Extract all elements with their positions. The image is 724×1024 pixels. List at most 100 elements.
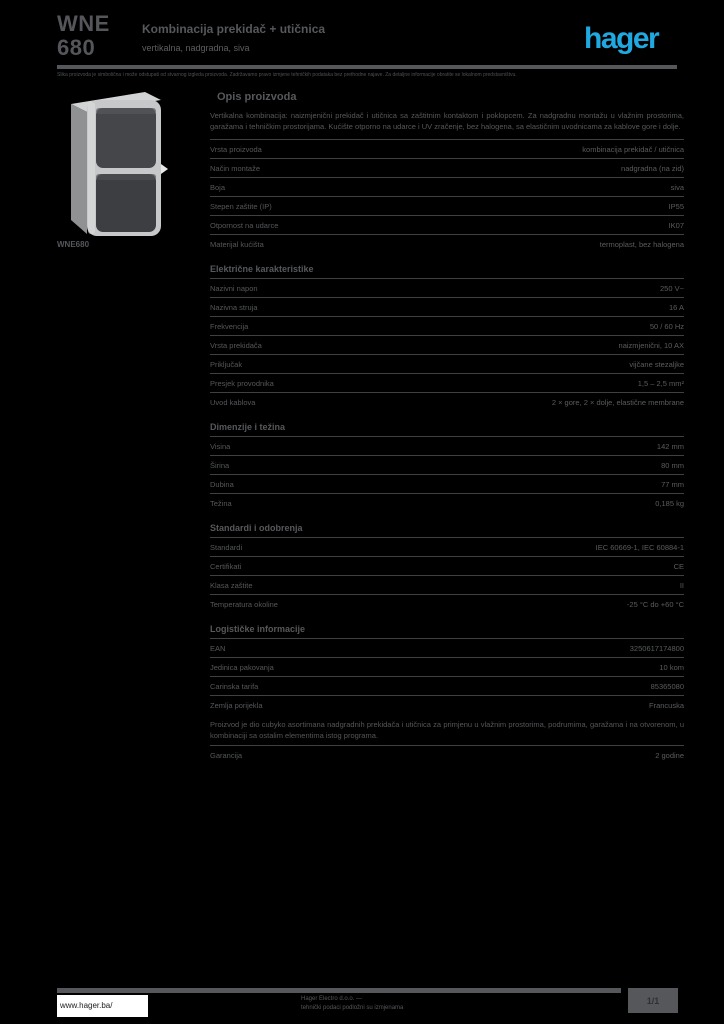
spec-label: EAN <box>210 643 226 653</box>
disclaimer-text: Slika proizvoda je simbolična i može ods… <box>57 72 517 78</box>
spec-row: Priključak vijčane stezaljke <box>210 354 684 373</box>
product-title: Kombinacija prekidač + utičnica <box>142 22 326 36</box>
spec-value: nadgradna (na zid) <box>621 163 684 173</box>
spec-label: Dubina <box>210 479 234 489</box>
spec-value: II <box>679 580 684 590</box>
spec-label: Vrsta proizvoda <box>210 144 262 154</box>
spec-label: Garancija <box>210 750 243 760</box>
spec-label: Širina <box>210 460 230 470</box>
spec-label: Standardi <box>210 542 243 552</box>
spec-row: Jedinica pakovanja 10 kom <box>210 657 684 676</box>
spec-label: Način montaže <box>210 163 261 173</box>
page-number: 1/1 <box>646 995 660 1006</box>
footer-info: Hager Electro d.o.o. — tehnički podaci p… <box>301 995 451 1012</box>
spec-row: Nazivna struja 16 A <box>210 297 684 316</box>
spec-value: 16 A <box>668 302 684 312</box>
spec-label: Nazivni napon <box>210 283 258 293</box>
spec-row: Dubina 77 mm <box>210 474 684 493</box>
footer-url[interactable]: www.hager.ba/ <box>57 995 148 1017</box>
spec-row: EAN 3250617174800 <box>210 638 684 657</box>
spec-row: Materijal kućišta termoplast, bez haloge… <box>210 234 684 253</box>
spec-value: 80 mm <box>661 460 684 470</box>
product-reference: WNE 680 <box>57 11 110 60</box>
footer-divider <box>57 988 621 993</box>
spec-value: vijčane stezaljke <box>629 359 684 369</box>
spec-row: Carinska tarifa 85365080 <box>210 676 684 695</box>
spec-value: Francuska <box>648 700 684 710</box>
spec-row: Uvod kablova 2 × gore, 2 × dolje, elasti… <box>210 392 684 411</box>
spec-row: Temperatura okoline -25 °C do +60 °C <box>210 594 684 613</box>
product-photo <box>57 88 170 240</box>
spec-row: Certifikati CE <box>210 556 684 575</box>
spec-label: Jedinica pakovanja <box>210 662 274 672</box>
spec-row: Nazivni napon 250 V~ <box>210 278 684 297</box>
spec-value: 2 godine <box>655 750 684 760</box>
spec-value: IK07 <box>668 220 684 230</box>
spec-label: Visina <box>210 441 231 451</box>
section-note: Proizvod je dio cubyko asortimana nadgra… <box>210 720 684 740</box>
spec-label: Nazivna struja <box>210 302 258 312</box>
spec-value: siva <box>670 182 684 192</box>
header-divider <box>57 65 677 69</box>
spec-value: 250 V~ <box>660 283 684 293</box>
product-photo-caption: WNE680 <box>57 240 90 249</box>
spec-value: -25 °C do +60 °C <box>626 599 684 609</box>
page-number-box: 1/1 <box>628 988 678 1013</box>
section-subheading: Dimenzije i težina <box>210 422 286 432</box>
spec-label: Boja <box>210 182 226 192</box>
spec-value: 0,185 kg <box>655 498 684 508</box>
footer-info-line1: Hager Electro d.o.o. — <box>301 996 363 1002</box>
spec-value: 10 kom <box>659 662 684 672</box>
spec-value: 50 / 60 Hz <box>649 321 684 331</box>
spec-row: Boja siva <box>210 177 684 196</box>
header-titles: Kombinacija prekidač + utičnica vertikal… <box>142 22 402 54</box>
spec-row: Presjek provodnika 1,5 – 2,5 mm² <box>210 373 684 392</box>
spec-value: 85365080 <box>650 681 684 691</box>
spec-value: 1,5 – 2,5 mm² <box>637 378 684 388</box>
spec-label: Carinska tarifa <box>210 681 259 691</box>
product-subtitle: vertikalna, nadgradna, siva <box>142 43 250 53</box>
spec-value: 142 mm <box>656 441 684 451</box>
spec-row: Stepen zaštite (IP) IP55 <box>210 196 684 215</box>
section-subheading: Standardi i odobrenja <box>210 523 303 533</box>
spec-label: Frekvencija <box>210 321 249 331</box>
spec-label: Materijal kućišta <box>210 239 264 249</box>
spec-row: Težina 0,185 kg <box>210 493 684 512</box>
spec-value: naizmjenični, 10 AX <box>618 340 684 350</box>
spec-row: Način montaže nadgradna (na zid) <box>210 158 684 177</box>
spec-label: Stepen zaštite (IP) <box>210 201 272 211</box>
spec-label: Otpornost na udarce <box>210 220 279 230</box>
footer-info-line2: tehnički podaci podložni su izmjenama <box>301 1004 404 1011</box>
spec-value: IEC 60669-1, IEC 60884-1 <box>595 542 684 552</box>
spec-row: Zemlja porijekla Francuska <box>210 695 684 714</box>
spec-label: Certifikati <box>210 561 242 571</box>
spec-row: Visina 142 mm <box>210 436 684 455</box>
spec-value: 77 mm <box>661 479 684 489</box>
spec-row: Klasa zaštite II <box>210 575 684 594</box>
section-paragraph: Vertikalna kombinacija: naizmjenični pre… <box>210 111 684 131</box>
spec-label: Priključak <box>210 359 243 369</box>
section-subheading: Električne karakteristike <box>210 264 314 274</box>
spec-label: Težina <box>210 498 232 508</box>
spec-label: Temperatura okoline <box>210 599 278 609</box>
spec-label: Klasa zaštite <box>210 580 253 590</box>
spec-value: CE <box>673 561 684 571</box>
spec-row: Otpornost na udarce IK07 <box>210 215 684 234</box>
spec-label: Uvod kablova <box>210 397 256 407</box>
spec-value: kombinacija prekidač / utičnica <box>582 144 684 154</box>
spec-value: IP55 <box>668 201 684 211</box>
spec-row: Vrsta prekidača naizmjenični, 10 AX <box>210 335 684 354</box>
spec-value: 2 × gore, 2 × dolje, elastične membrane <box>551 397 684 407</box>
section-heading: Opis proizvoda <box>217 91 297 103</box>
spec-row: Standardi IEC 60669-1, IEC 60884-1 <box>210 537 684 556</box>
spec-row: Garancija 2 godine <box>210 745 684 764</box>
section-subheading: Logističke informacije <box>210 624 306 634</box>
spec-value: termoplast, bez halogena <box>599 239 684 249</box>
spec-row: Vrsta proizvoda kombinacija prekidač / u… <box>210 139 684 158</box>
spec-row: Frekvencija 50 / 60 Hz <box>210 316 684 335</box>
spec-label: Presjek provodnika <box>210 378 274 388</box>
spec-row: Širina 80 mm <box>210 455 684 474</box>
spec-label: Vrsta prekidača <box>210 340 262 350</box>
